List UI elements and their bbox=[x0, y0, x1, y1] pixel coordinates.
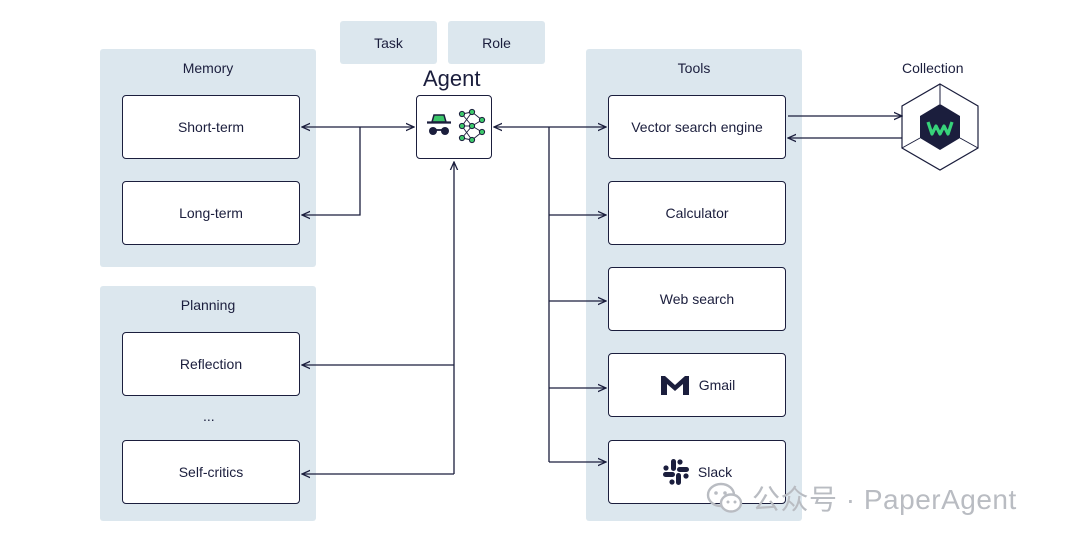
planning-title: Planning bbox=[180, 297, 236, 313]
wire-long-term bbox=[302, 127, 361, 215]
collection-title: Collection bbox=[902, 60, 964, 76]
agent-node[interactable] bbox=[416, 95, 492, 159]
neural-network-icon bbox=[458, 108, 486, 144]
agent-title: Agent bbox=[423, 66, 481, 91]
memory-title: Memory bbox=[182, 60, 234, 76]
memory-long-term[interactable]: Long-term bbox=[122, 181, 300, 245]
gmail-label: Gmail bbox=[698, 377, 736, 393]
tool-web-search[interactable]: Web search bbox=[608, 267, 786, 331]
tools-title: Tools bbox=[677, 60, 711, 76]
task-tag: Task bbox=[340, 21, 437, 64]
gmail-icon bbox=[660, 376, 689, 395]
planning-ellipsis: ... bbox=[203, 408, 215, 424]
planning-reflection[interactable]: Reflection bbox=[122, 332, 300, 396]
wechat-icon bbox=[706, 482, 743, 513]
role-tag: Role bbox=[448, 21, 545, 64]
watermark: 公众号 · PaperAgent bbox=[706, 478, 1017, 518]
tool-slack[interactable]: Slack bbox=[608, 440, 786, 504]
planning-self-critics[interactable]: Self-critics bbox=[122, 440, 300, 504]
watermark-text: 公众号 · PaperAgent bbox=[752, 484, 1017, 515]
tool-calculator[interactable]: Calculator bbox=[608, 181, 786, 245]
tool-gmail[interactable]: Gmail bbox=[608, 353, 786, 417]
memory-short-term[interactable]: Short-term bbox=[122, 95, 300, 159]
slack-icon bbox=[662, 459, 689, 485]
tool-vector-search-engine[interactable]: Vector search engine bbox=[608, 95, 786, 159]
slack-label: Slack bbox=[697, 464, 733, 480]
spy-icon bbox=[427, 114, 451, 135]
weaviate-logo-icon[interactable] bbox=[898, 82, 982, 172]
